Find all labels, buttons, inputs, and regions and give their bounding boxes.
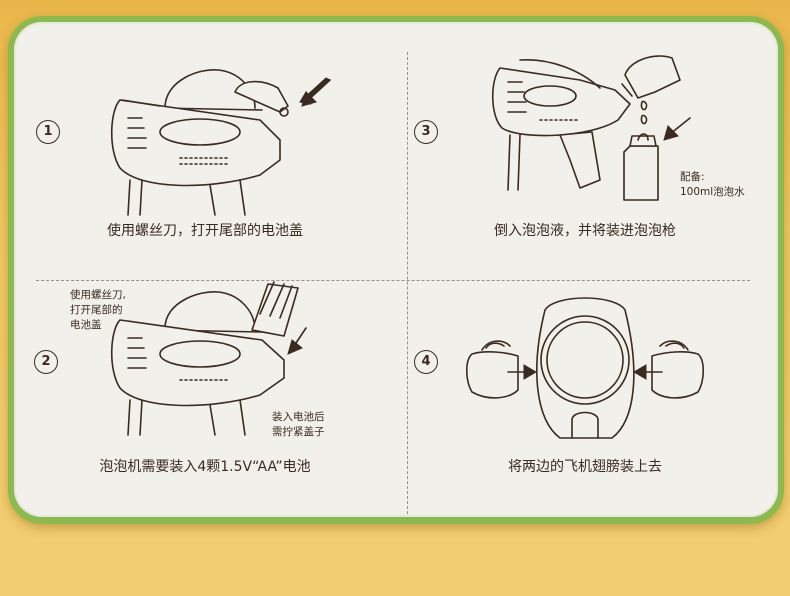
step-panel-2: 使用螺丝刀, 打开尾部的 电池盖 2 装入电池后 需拧紧盖子 泡泡机需要装入4颗…: [30, 270, 380, 480]
step-panel-1: 1 使用螺丝刀，打开尾部的电池盖: [30, 40, 380, 250]
step-2-top-note-line-2: 打开尾部的: [70, 304, 123, 316]
step-number-3: 3: [414, 120, 438, 144]
insert-batteries-illustration: [110, 281, 307, 436]
step-2-bottom-note-line-1: 装入电池后: [272, 411, 325, 423]
vertical-divider: [407, 52, 408, 514]
step-3-note-label: 配备:: [680, 171, 705, 183]
step-2-bottom-note: 装入电池后 需拧紧盖子: [272, 410, 325, 440]
horizontal-divider: [36, 280, 750, 281]
step-number-2: 2: [34, 350, 58, 374]
step-3-note: 配备: 100ml泡泡水: [680, 170, 745, 200]
attach-wings-illustration: [465, 297, 705, 439]
pour-bubble-liquid-illustration: [491, 55, 691, 201]
step-caption-4: 将两边的飞机翅膀装上去: [508, 459, 662, 475]
step-panel-3: 3 配备: 100ml泡泡水 倒入泡泡液，并将装进泡泡枪: [410, 40, 760, 250]
step-caption-1: 使用螺丝刀，打开尾部的电池盖: [107, 223, 303, 239]
step-2-bottom-note-line-2: 需拧紧盖子: [272, 426, 325, 438]
step-caption-2: 泡泡机需要装入4颗1.5V“AA”电池: [99, 459, 311, 475]
step-2-top-note-line-1: 使用螺丝刀,: [70, 289, 126, 301]
step-number-1: 1: [36, 120, 60, 144]
step-2-top-note: 使用螺丝刀, 打开尾部的 电池盖: [70, 288, 126, 333]
step-3-note-value: 100ml泡泡水: [680, 186, 745, 198]
step-caption-3: 倒入泡泡液，并将装进泡泡枪: [494, 223, 676, 239]
step-panel-4: 4 将两边的飞机翅膀装上去: [410, 270, 760, 480]
step-number-4: 4: [414, 350, 438, 374]
bubble-gun-open-cap-illustration: [110, 69, 331, 216]
step-2-top-note-line-3: 电池盖: [70, 319, 102, 331]
